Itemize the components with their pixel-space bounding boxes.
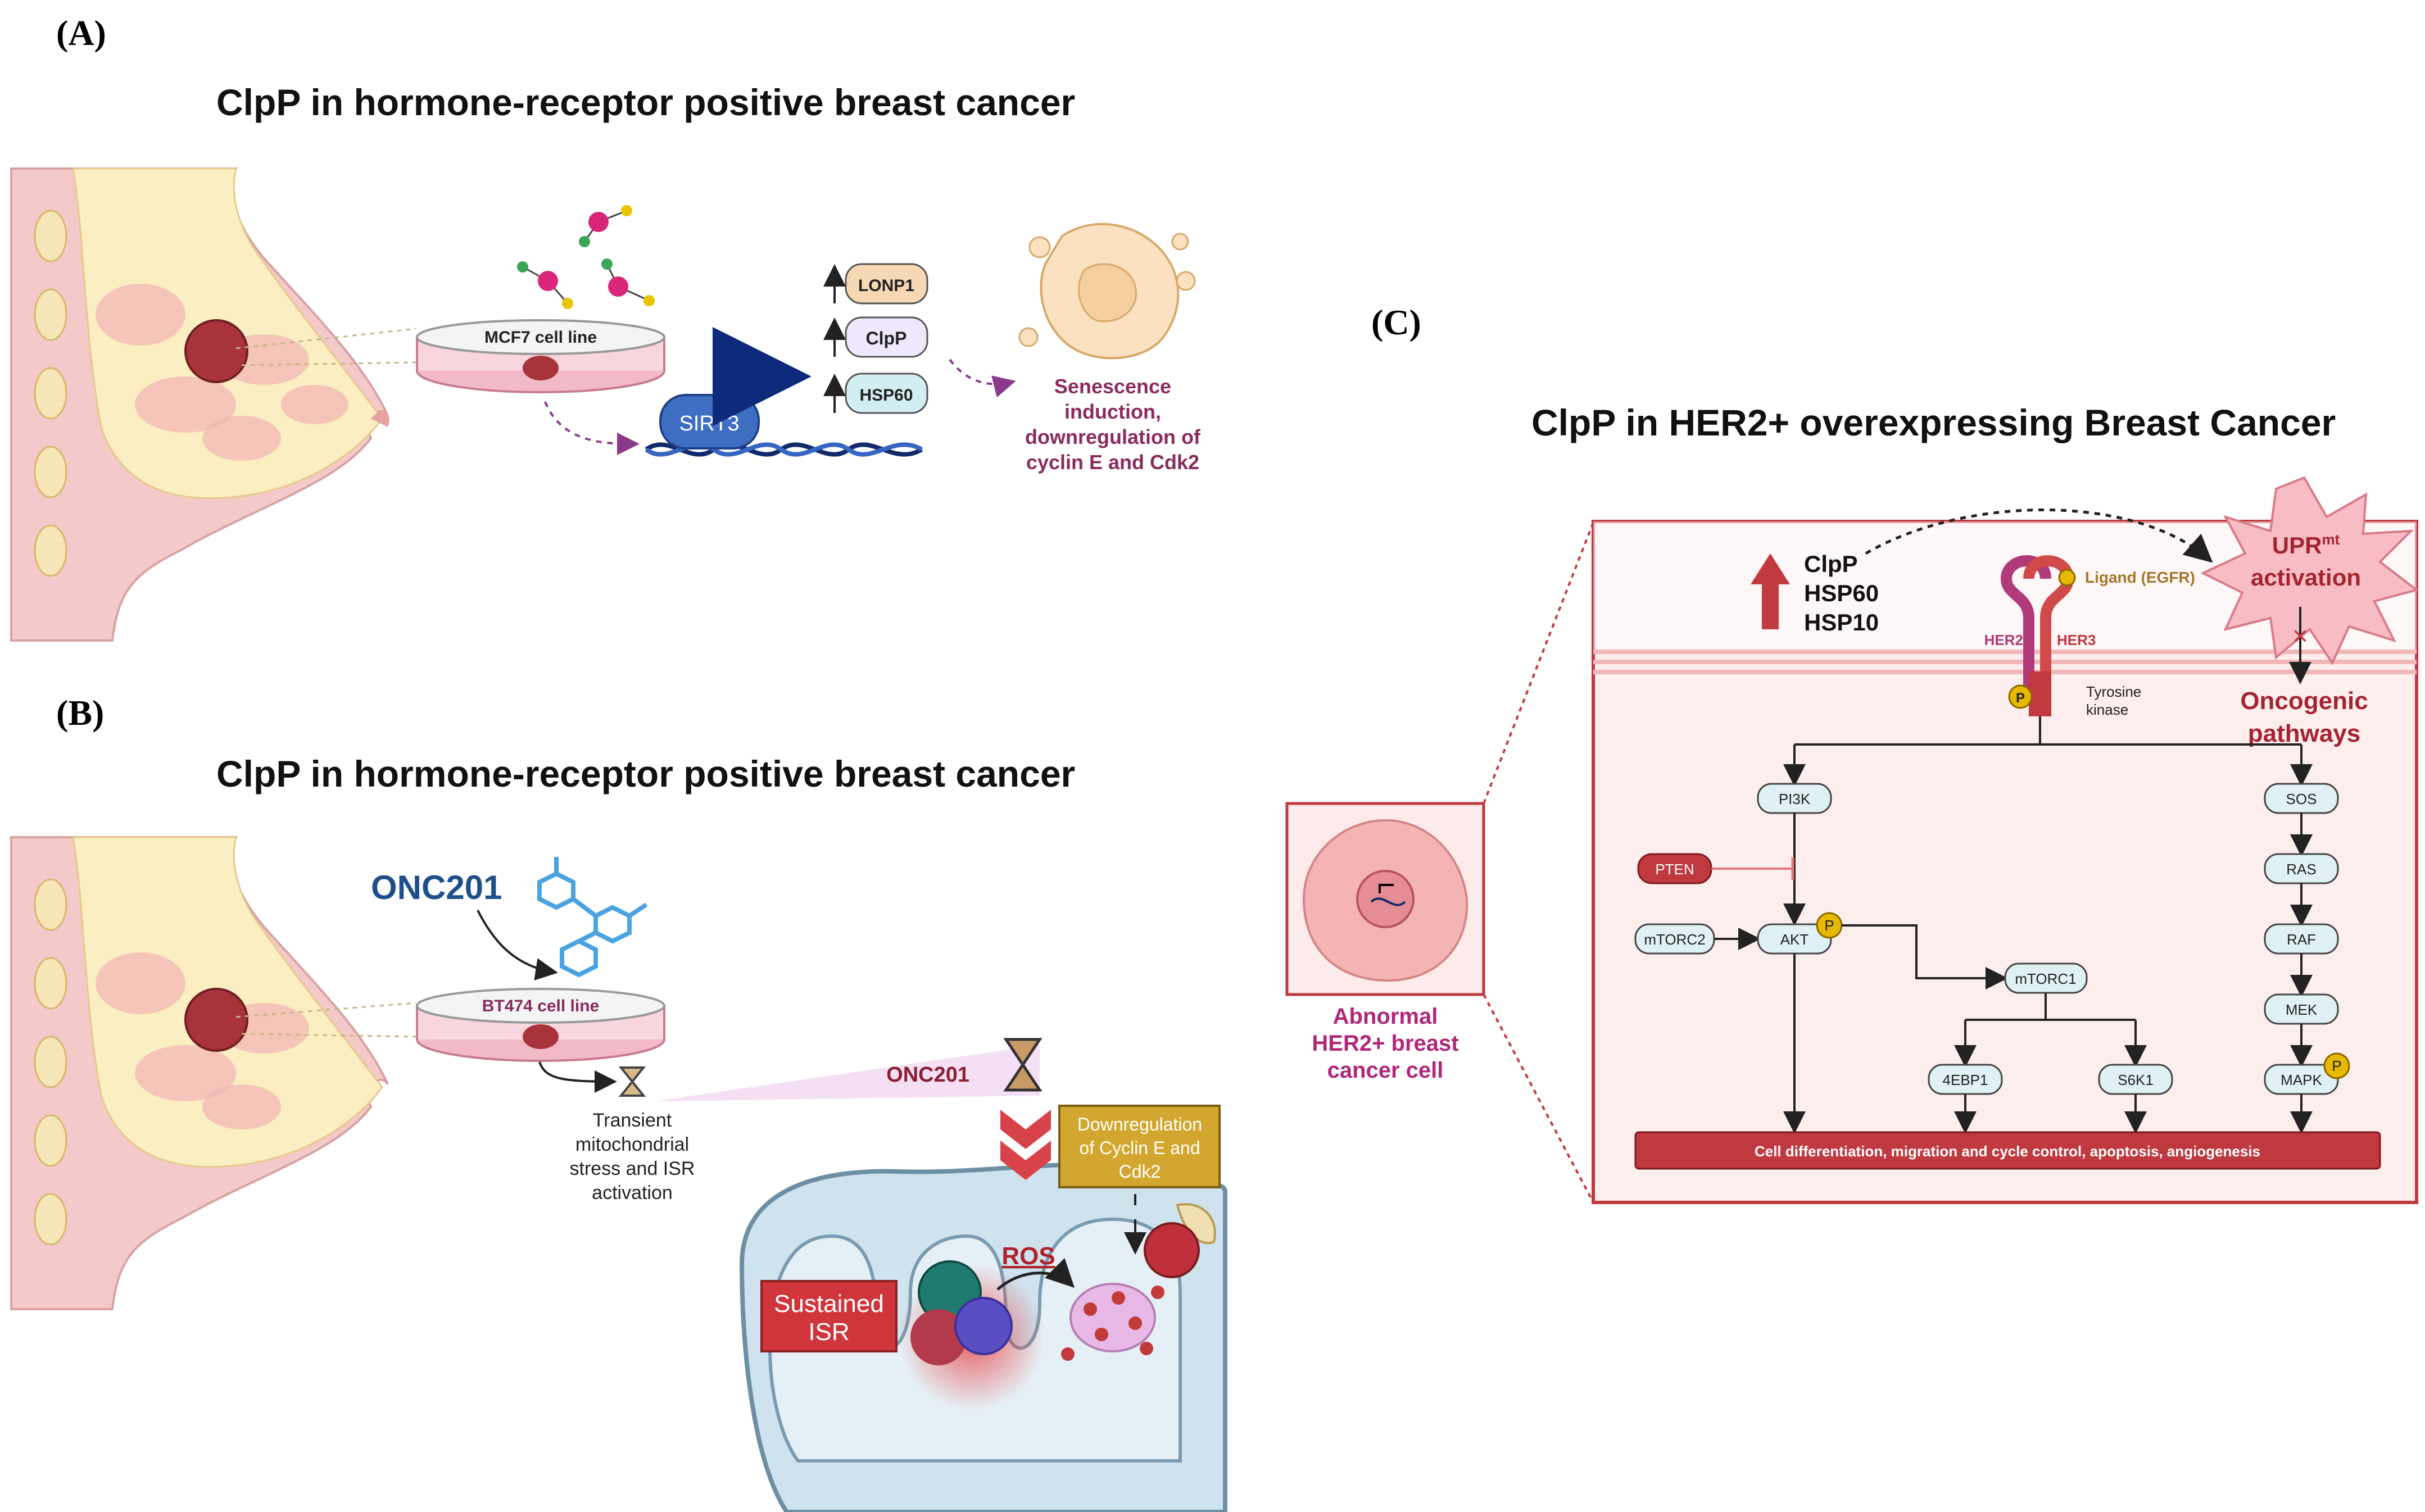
svg-text:cyclin E and Cdk2: cyclin E and Cdk2 bbox=[1026, 451, 1199, 474]
ros-burst-icon bbox=[1061, 1283, 1164, 1361]
ros-label: ROS bbox=[1001, 1242, 1055, 1270]
hourglass-icon-small bbox=[618, 1066, 646, 1097]
sirt3-label: SIRT3 bbox=[679, 412, 739, 435]
raf-label: RAF bbox=[2287, 931, 2316, 948]
breast-illustration-a bbox=[10, 167, 389, 642]
lonp1-node bbox=[845, 263, 928, 305]
svg-text:induction,: induction, bbox=[1064, 400, 1161, 423]
panel-c-title: ClpP in HER2+ overexpressing Breast Canc… bbox=[1531, 402, 2336, 443]
downregulation-line-2: of Cyclin E and bbox=[1079, 1138, 1200, 1158]
panel-a-letter: (A) bbox=[56, 13, 106, 53]
double-chevron-down-icon bbox=[1000, 1110, 1051, 1180]
hsp60-label-a: HSP60 bbox=[859, 386, 913, 405]
cyclin-cdk-icon bbox=[1144, 1203, 1216, 1278]
s6k1-label: S6K1 bbox=[2118, 1071, 2154, 1088]
sos-label: SOS bbox=[2286, 791, 2317, 807]
akt-phospho-label: P bbox=[1824, 917, 1834, 934]
sustained-isr-line-1: Sustained bbox=[774, 1290, 884, 1318]
breast-illustration-b bbox=[10, 836, 389, 1310]
sustained-isr-line-2: ISR bbox=[808, 1318, 849, 1346]
clpp-node-a bbox=[845, 316, 928, 358]
cell-outcomes-label: Cell differentiation, migration and cycl… bbox=[1755, 1143, 2260, 1160]
onc201-label-small: ONC201 bbox=[886, 1063, 969, 1087]
petri-dish-mcf7: MCF7 cell line bbox=[416, 319, 665, 393]
svg-text:HER2+ breast: HER2+ breast bbox=[1312, 1031, 1458, 1056]
mcf7-label: MCF7 cell line bbox=[484, 328, 597, 347]
panel-c: (C) ClpP in HER2+ overexpressing Breast … bbox=[1285, 302, 2419, 1204]
panel-b: (B) ClpP in hormone-receptor positive br… bbox=[10, 693, 1227, 1512]
activation-label: activation bbox=[2251, 564, 2361, 591]
tyrosine-kinase-line-2: kinase bbox=[2086, 701, 2128, 718]
panel-a: (A) ClpP in hormone-receptor positive br… bbox=[10, 13, 1201, 642]
ras-label: RAS bbox=[2286, 861, 2316, 878]
ligand-label: Ligand (EGFR) bbox=[2085, 569, 2195, 586]
petri-dish-bt474: BT474 cell line bbox=[416, 988, 665, 1062]
upregulated-proteins-c: ClpP HSP60 HSP10 bbox=[1804, 551, 1879, 635]
panel-b-title: ClpP in hormone-receptor positive breast… bbox=[216, 753, 1075, 794]
pten-label: PTEN bbox=[1655, 861, 1694, 878]
svg-text:mitochondrial: mitochondrial bbox=[575, 1134, 689, 1155]
akt-label: AKT bbox=[1780, 931, 1809, 948]
panel-b-letter: (B) bbox=[56, 693, 104, 733]
upregulated-proteins-a: LONP1 ClpP HSP60 bbox=[823, 263, 928, 414]
zoom-wedge bbox=[655, 1045, 1040, 1101]
clpp-label-a: ClpP bbox=[866, 328, 907, 348]
her2-cell-icon bbox=[1302, 819, 1468, 982]
panel-c-letter: (C) bbox=[1371, 302, 1421, 342]
svg-text:ClpP: ClpP bbox=[1804, 551, 1858, 577]
svg-text:HSP10: HSP10 bbox=[1804, 609, 1879, 635]
senescence-text: Senescence induction, downregulation of … bbox=[1025, 375, 1201, 474]
svg-text:Transient: Transient bbox=[593, 1110, 672, 1131]
onc201-molecule-icon bbox=[537, 857, 648, 978]
drug-molecules-icon bbox=[517, 205, 655, 309]
sustained-isr-box bbox=[760, 1280, 898, 1352]
oncogenic-line-1: Oncogenic bbox=[2240, 687, 2368, 715]
mapk-label: MAPK bbox=[2281, 1071, 2322, 1088]
hsp60-node-a bbox=[845, 373, 928, 414]
svg-text:Abnormal: Abnormal bbox=[1333, 1004, 1438, 1029]
tyrosine-kinase-line-1: Tyrosine bbox=[2086, 683, 2141, 700]
lonp1-label: LONP1 bbox=[858, 276, 914, 295]
senescent-cell-icon bbox=[1018, 223, 1196, 360]
mek-label: MEK bbox=[2286, 1001, 2318, 1018]
svg-text:cancer cell: cancer cell bbox=[1327, 1058, 1444, 1083]
transient-stress-text: Transient mitochondrial stress and ISR a… bbox=[570, 1110, 695, 1204]
tumor-icon bbox=[184, 319, 248, 383]
hourglass-icon-large bbox=[1003, 1038, 1042, 1092]
oncogenic-line-2: pathways bbox=[2248, 720, 2361, 747]
mapk-phospho-icon bbox=[2323, 1052, 2350, 1079]
isr-cells-icon bbox=[910, 1260, 1013, 1365]
mapk-phospho-label: P bbox=[2332, 1057, 2341, 1074]
onc201-label: ONC201 bbox=[371, 869, 502, 906]
her2-cell-label: Abnormal HER2+ breast cancer cell bbox=[1312, 1004, 1458, 1083]
uprmt-burst-icon bbox=[2200, 476, 2419, 666]
cell-outcomes-bar bbox=[1634, 1131, 2381, 1170]
mtorc2-label: mTORC2 bbox=[1644, 931, 1705, 948]
pi3k-label: PI3K bbox=[1779, 791, 1811, 807]
bt474-label: BT474 cell line bbox=[482, 997, 599, 1015]
svg-text:P: P bbox=[2016, 691, 2025, 706]
svg-text:HSP60: HSP60 bbox=[1804, 580, 1879, 606]
her2-label: HER2 bbox=[1984, 632, 2023, 648]
inhibit-x-icon: ✕ bbox=[2292, 625, 2309, 648]
4ebp1-label: 4EBP1 bbox=[1943, 1071, 1988, 1088]
downregulation-line-3: Cdk2 bbox=[1119, 1161, 1161, 1182]
uprmt-label: UPRmt bbox=[2272, 531, 2340, 559]
downregulation-box bbox=[1058, 1105, 1221, 1188]
panel-a-title: ClpP in hormone-receptor positive breast… bbox=[216, 81, 1075, 123]
svg-text:downregulation of: downregulation of bbox=[1025, 425, 1201, 448]
svg-text:activation: activation bbox=[592, 1182, 673, 1204]
svg-text:stress and ISR: stress and ISR bbox=[570, 1158, 695, 1179]
mtorc1-label: mTORC1 bbox=[2015, 970, 2076, 987]
up-arrow-icon bbox=[1751, 553, 1790, 629]
svg-text:Senescence: Senescence bbox=[1054, 375, 1171, 398]
her2-her3-receptor-icon: P bbox=[2000, 555, 2076, 716]
downregulation-line-1: Downregulation bbox=[1077, 1114, 1202, 1134]
her3-label: HER3 bbox=[2057, 632, 2096, 648]
